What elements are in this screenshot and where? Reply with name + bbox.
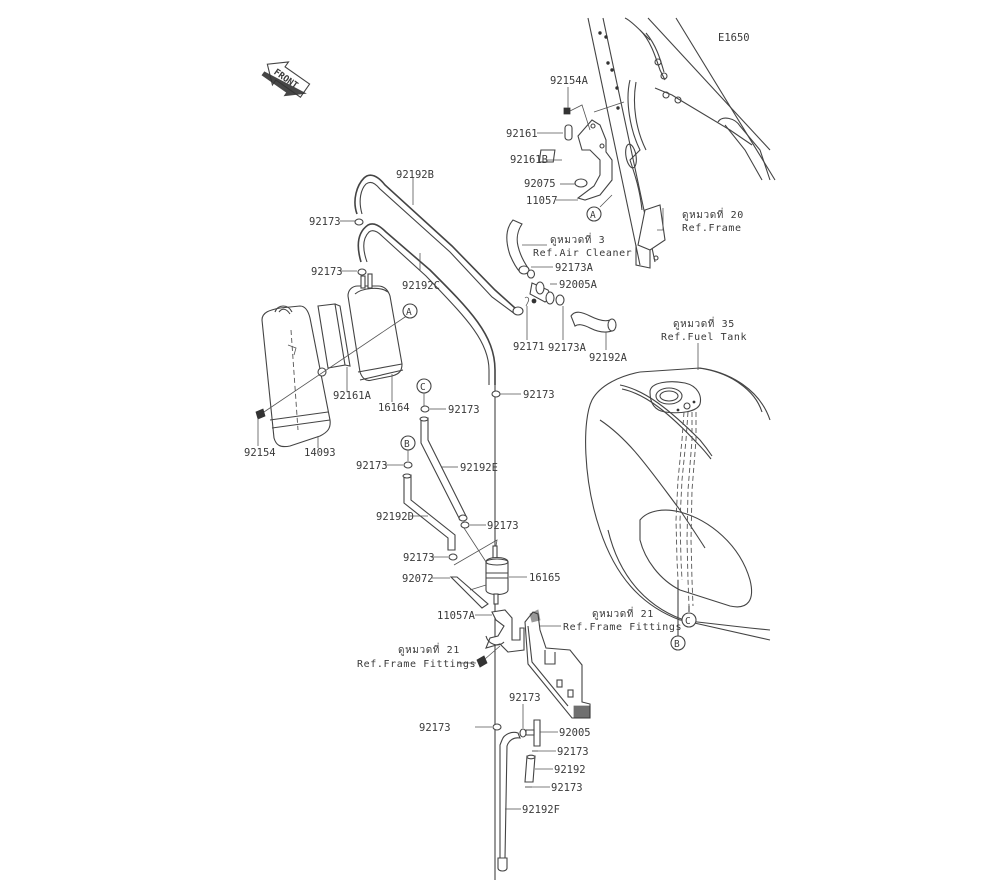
ref-air-cleaner-thai: ดูหมวดที่ 3 (550, 232, 605, 246)
ref-air-cleaner-en: Ref.Air Cleaner (533, 248, 632, 259)
part-label-92173-k: 92173 (551, 782, 583, 794)
clip-92173-h (492, 723, 502, 731)
t-joint-92005A (524, 269, 565, 307)
ref-frame-fittings-right-en: Ref.Frame Fittings (563, 622, 682, 633)
part-label-92192A: 92192A (589, 352, 628, 364)
clip-92173-c (491, 390, 501, 398)
bracket-11057 (538, 101, 625, 201)
part-label-92192: 92192 (554, 764, 586, 776)
callout-b: B (400, 435, 416, 461)
part-label-92154: 92154 (244, 447, 276, 459)
part-label-92173-b: 92173 (311, 266, 343, 278)
part-label-92173-h: 92173 (419, 722, 451, 734)
callout-c: C (416, 378, 432, 406)
hose-92192 (524, 754, 536, 783)
hose-92192A (570, 311, 617, 333)
callout-a-canister: A (402, 303, 418, 319)
frame-structure (587, 17, 776, 269)
callout-b-tank: B (670, 635, 686, 651)
part-label-14093: 14093 (304, 447, 336, 459)
clip-92173-b (357, 268, 367, 276)
clip-92173-a (354, 218, 364, 226)
bolt-frame-fittings (476, 645, 501, 668)
fuel-tank (585, 367, 771, 641)
bolt-leader-line (260, 314, 409, 415)
t-joint-92005 (525, 719, 541, 747)
canister-cover-14093 (261, 305, 331, 448)
hose-92192B (354, 174, 524, 316)
part-label-92192E: 92192E (460, 462, 498, 474)
part-label-92173-j: 92173 (557, 746, 589, 758)
hose-92192D (402, 473, 456, 551)
part-label-92173-c: 92173 (523, 389, 555, 401)
part-label-11057: 11057 (526, 195, 558, 207)
ref-fuel-tank-thai: ดูหมวดที่ 35 (673, 316, 735, 330)
svg-text:A: A (406, 307, 412, 318)
svg-text:C: C (420, 382, 426, 393)
part-label-92173-i: 92173 (509, 692, 541, 704)
pad-92161A (317, 303, 351, 369)
clip-92173-f (460, 521, 470, 529)
svg-text:B: B (674, 639, 680, 650)
part-label-92173A-top: 92173A (555, 262, 594, 274)
clip-92173-g (448, 553, 458, 561)
clip-92173-e (403, 461, 413, 469)
frame-fittings-plate (524, 609, 591, 719)
part-label-92072: 92072 (402, 573, 434, 585)
part-label-92173-f: 92173 (487, 520, 519, 532)
part-label-92192F: 92192F (522, 804, 560, 816)
ref-fuel-tank-en: Ref.Fuel Tank (661, 332, 747, 343)
part-label-92192D: 92192D (376, 511, 414, 523)
ref-frame-thai: ดูหมวดที่ 20 (682, 207, 744, 221)
part-label-16164: 16164 (378, 402, 410, 414)
part-label-92005A: 92005A (559, 279, 598, 291)
part-label-92161: 92161 (506, 128, 538, 140)
part-label-92075: 92075 (524, 178, 556, 190)
canister-16164 (347, 273, 404, 382)
bracket-11057A (485, 609, 525, 653)
clip-92173-i (519, 728, 527, 738)
part-label-92173A-bot: 92173A (548, 342, 587, 354)
part-label-11057A: 11057A (437, 610, 476, 622)
part-label-92173-a: 92173 (309, 216, 341, 228)
band-92072 (449, 576, 489, 609)
part-label-92171: 92171 (513, 341, 545, 353)
svg-text:C: C (685, 616, 691, 627)
part-label-92173-g: 92173 (403, 552, 435, 564)
separator-16165 (485, 545, 509, 605)
clip-92173-d (420, 405, 430, 413)
top-leaders (537, 87, 664, 231)
part-label-92173-e: 92173 (356, 460, 388, 472)
part-label-92154A: 92154A (550, 75, 589, 87)
diagram-code: E1650 (718, 32, 750, 44)
callout-a-top: A (586, 206, 602, 222)
part-label-92173-d: 92173 (448, 404, 480, 416)
air-cleaner-hose (506, 219, 530, 275)
svg-text:B: B (404, 439, 410, 450)
svg-text:A: A (590, 210, 596, 221)
part-label-92161B: 92161B (510, 154, 548, 166)
hose-92192C (357, 223, 496, 385)
part-label-92192B: 92192B (396, 169, 434, 181)
hose-92192F (497, 731, 521, 872)
ref-frame-fittings-right-thai: ดูหมวดที่ 21 (592, 606, 654, 620)
ref-frame-fittings-left-en: Ref.Frame Fittings (357, 659, 476, 670)
part-label-92005: 92005 (559, 727, 591, 739)
front-arrow-icon: FRONT (261, 61, 311, 98)
ref-frame-en: Ref.Frame (682, 223, 742, 234)
bolt-92154 (255, 408, 266, 420)
callout-c-tank: C (681, 612, 697, 628)
part-label-92192C: 92192C (402, 280, 440, 292)
part-label-92161A: 92161A (333, 390, 372, 402)
hose-92192E (419, 416, 468, 522)
part-label-16165: 16165 (529, 572, 561, 584)
ref-frame-fittings-left-thai: ดูหมวดที่ 21 (398, 642, 460, 656)
